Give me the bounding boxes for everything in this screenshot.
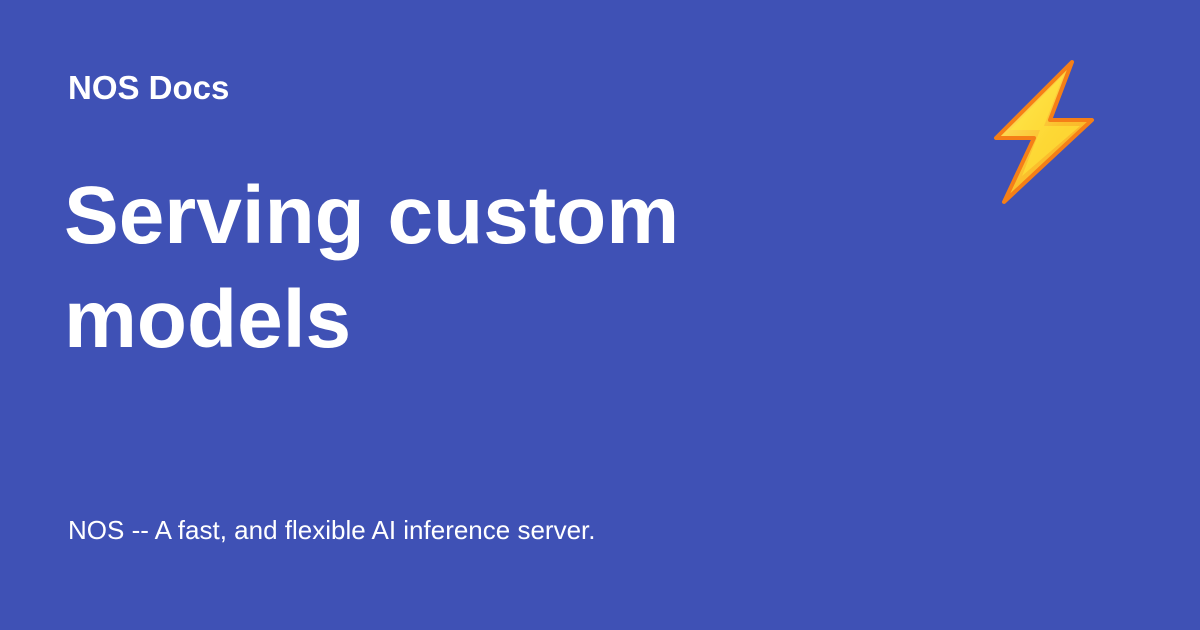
- site-name: NOS Docs: [68, 69, 230, 106]
- page-title: Serving custom models: [64, 170, 680, 365]
- site-description: NOS -- A fast, and flexible AI inference…: [68, 515, 596, 545]
- lightning-bolt-icon: [994, 60, 1094, 204]
